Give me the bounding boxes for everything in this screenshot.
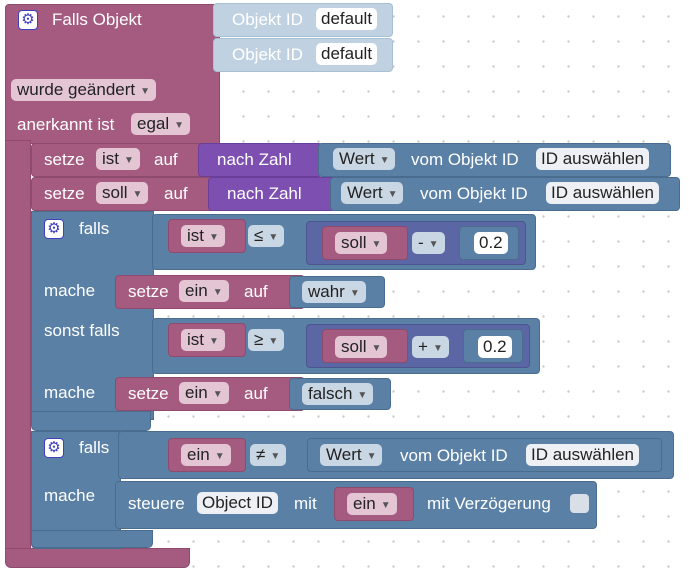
chevron-down-icon: ▼	[371, 343, 382, 354]
if2-var-dropdown[interactable]: ein▼	[347, 493, 397, 515]
if-block-2-footer	[31, 530, 153, 548]
chevron-down-icon: ▼	[140, 86, 151, 97]
gear-icon[interactable]: ⚙	[44, 438, 64, 458]
gear-icon[interactable]: ⚙	[18, 10, 38, 30]
object-id-value-1[interactable]: default	[316, 8, 378, 30]
if1-mache-label: mache	[44, 281, 96, 300]
set-soll-id-field[interactable]: ID auswählen	[546, 182, 660, 204]
delay-checkbox[interactable]	[570, 494, 589, 513]
if2-mache-label: mache	[44, 486, 96, 505]
chevron-down-icon: ▼	[209, 336, 219, 347]
if1-do-var-dropdown[interactable]: ein▼	[179, 280, 229, 302]
if1-calc-op-dropdown[interactable]: -▼	[412, 232, 445, 254]
if1-bool-dropdown[interactable]: wahr▼	[302, 281, 366, 303]
set-soll-var-dropdown[interactable]: soll▼	[96, 182, 149, 204]
if2-id-field[interactable]: ID auswählen	[526, 444, 640, 466]
set-ist-setze: setze	[44, 150, 85, 169]
if1-mache2-label: mache	[44, 383, 96, 402]
chevron-down-icon: ▼	[371, 239, 382, 250]
set-ist-vom: vom Objekt ID	[411, 150, 519, 169]
if1-do2-var-dropdown[interactable]: ein▼	[179, 382, 229, 404]
trigger-block-spine	[5, 140, 31, 560]
if1-calc-var2-dropdown[interactable]: soll▼	[335, 336, 388, 358]
object-id-label-1: Objekt ID	[232, 10, 303, 29]
chevron-down-icon: ▼	[124, 155, 134, 166]
set-soll-vom: vom Objekt ID	[420, 184, 528, 203]
if1-falls-label: falls	[79, 219, 110, 238]
chevron-down-icon: ▼	[387, 189, 398, 200]
if2-left-var-dropdown[interactable]: ein▼	[181, 444, 231, 466]
if1-number-block[interactable]	[459, 226, 519, 260]
if2-steuere: steuere	[128, 494, 185, 513]
if1-do2-auf: auf	[244, 384, 268, 403]
if1-calc-op2-dropdown[interactable]: +▼	[412, 336, 449, 358]
if1-number-field[interactable]: 0.2	[474, 232, 508, 254]
trigger-title: Falls Objekt	[52, 10, 142, 29]
if2-object-field[interactable]: Object ID	[197, 492, 278, 514]
set-ist-convert: nach Zahl	[217, 150, 292, 169]
if1-operator-dropdown[interactable]: ≤▼	[248, 225, 285, 247]
if1-left-var-dropdown[interactable]: ist▼	[181, 225, 225, 247]
chevron-down-icon: ▼	[214, 451, 225, 462]
if1-do-setze: setze	[128, 282, 169, 301]
if2-delay-label: mit Verzögerung	[427, 494, 551, 513]
if2-prop-dropdown[interactable]: Wert▼	[320, 444, 383, 466]
if1-left2-var-dropdown[interactable]: ist▼	[181, 329, 225, 351]
chevron-down-icon: ▼	[432, 343, 443, 354]
if1-elseif-label: sonst falls	[44, 321, 120, 340]
ack-dropdown[interactable]: egal▼	[131, 113, 191, 135]
chevron-down-icon: ▼	[174, 120, 185, 131]
set-soll-setze: setze	[44, 184, 85, 203]
set-ist-prop-dropdown[interactable]: Wert▼	[333, 148, 396, 170]
if1-do-auf: auf	[244, 282, 268, 301]
if1-do2-setze: setze	[128, 384, 169, 403]
set-soll-convert-block[interactable]	[208, 177, 336, 211]
if1-number2-field[interactable]: 0.2	[478, 336, 512, 358]
gear-icon[interactable]: ⚙	[44, 219, 64, 239]
chevron-down-icon: ▼	[209, 232, 219, 243]
set-soll-convert: nach Zahl	[227, 184, 302, 203]
chevron-down-icon: ▼	[380, 500, 391, 511]
if1-bool2-dropdown[interactable]: falsch▼	[302, 383, 374, 405]
object-id-value-2[interactable]: default	[316, 43, 378, 65]
set-ist-id-field[interactable]: ID auswählen	[536, 148, 650, 170]
condition-dropdown[interactable]: wurde geändert▼	[11, 79, 157, 101]
if2-operator-dropdown[interactable]: ≠▼	[250, 444, 287, 466]
chevron-down-icon: ▼	[268, 232, 279, 243]
chevron-down-icon: ▼	[357, 390, 368, 401]
chevron-down-icon: ▼	[270, 451, 281, 462]
chevron-down-icon: ▼	[132, 189, 143, 200]
chevron-down-icon: ▼	[379, 155, 390, 166]
if2-falls-label: falls	[79, 438, 110, 457]
set-soll-auf: auf	[164, 184, 188, 203]
set-ist-convert-block[interactable]	[198, 143, 323, 177]
if1-operator2-dropdown[interactable]: ≥▼	[248, 329, 285, 351]
chevron-down-icon: ▼	[212, 287, 223, 298]
if2-var-block[interactable]	[334, 487, 414, 521]
set-ist-auf: auf	[154, 150, 178, 169]
if2-mit: mit	[294, 494, 317, 513]
trigger-block-footer	[5, 548, 190, 568]
set-soll-prop-dropdown[interactable]: Wert▼	[341, 182, 404, 204]
if-block-1-footer	[31, 411, 151, 431]
chevron-down-icon: ▼	[212, 389, 223, 400]
if1-calc-var-dropdown[interactable]: soll▼	[335, 232, 388, 254]
chevron-down-icon: ▼	[268, 336, 279, 347]
set-ist-var-dropdown[interactable]: ist▼	[96, 148, 140, 170]
chevron-down-icon: ▼	[366, 451, 377, 462]
object-id-label-2: Objekt ID	[232, 45, 303, 64]
chevron-down-icon: ▼	[428, 239, 439, 250]
chevron-down-icon: ▼	[349, 288, 360, 299]
if2-vom: vom Objekt ID	[400, 446, 508, 465]
ack-label: anerkannt ist	[17, 115, 115, 134]
